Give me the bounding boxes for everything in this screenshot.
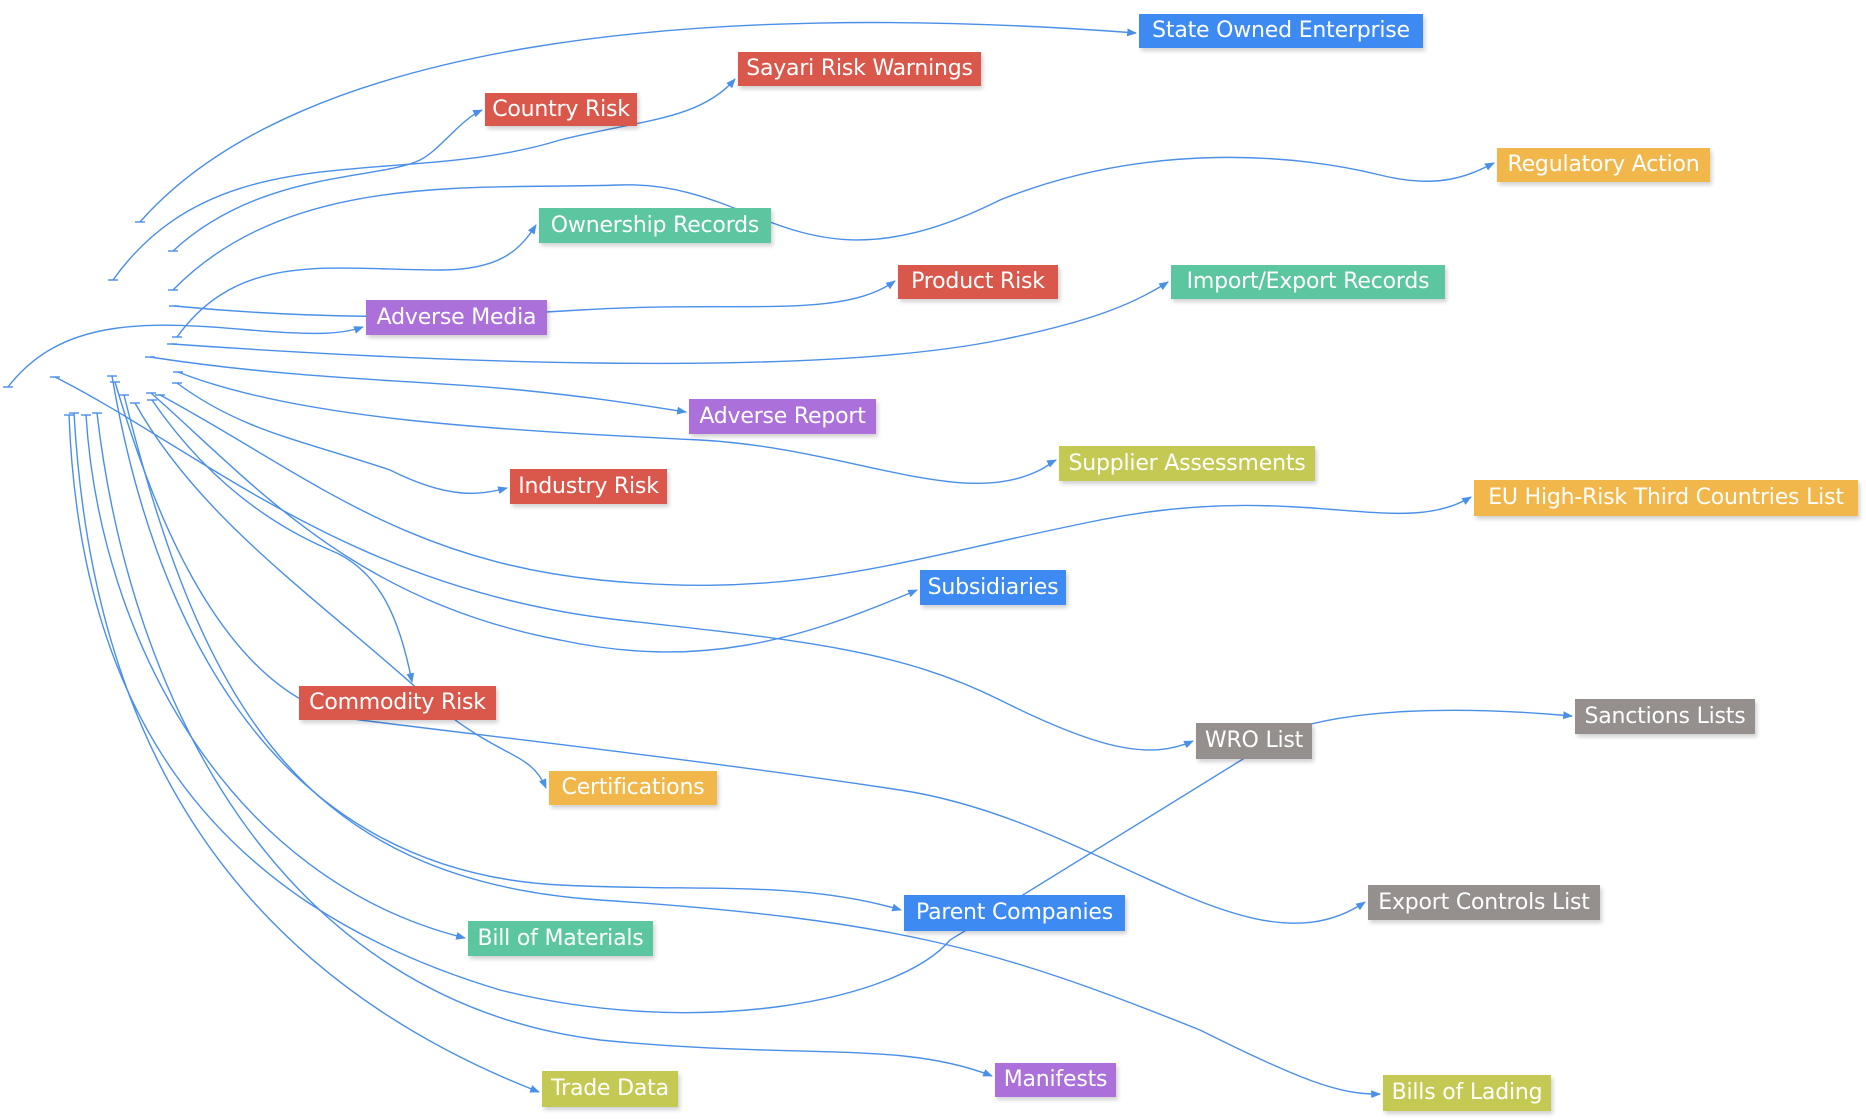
node-ownership-records[interactable]: Ownership Records [539,208,771,243]
node-subsidiaries[interactable]: Subsidiaries [920,570,1066,605]
node-bill-of-materials[interactable]: Bill of Materials [468,921,653,956]
edge-to-sanctions-lists [68,414,1573,1014]
edge-to-country-risk [172,109,483,252]
edge-to-export-controls-list [114,381,1366,924]
edge-to-regulatory-action [172,156,1495,291]
node-country-risk[interactable]: Country Risk [485,93,637,126]
edge-to-trade-data [73,412,540,1093]
edge-to-adverse-report [149,356,687,415]
edge-to-import-export-records [171,281,1169,365]
edge-to-certifications [134,402,547,789]
node-wro-list[interactable]: WRO List [1196,723,1312,759]
node-manifests[interactable]: Manifests [995,1063,1116,1097]
edge-to-wro-list [54,376,1194,751]
node-sayari-risk-warnings[interactable]: Sayari Risk Warnings [738,52,981,86]
edge-to-manifests [96,412,993,1077]
node-regulatory-action[interactable]: Regulatory Action [1497,148,1710,182]
edge-to-sayari-risk-warnings [112,78,736,281]
edge-to-eu-high-risk-third-countries-list [159,394,1472,587]
node-sanctions-lists[interactable]: Sanctions Lists [1575,699,1755,734]
node-certifications[interactable]: Certifications [549,771,717,805]
edge-to-subsidiaries [150,392,918,653]
node-import-export-records[interactable]: Import/Export Records [1171,265,1445,299]
edge-to-bill-of-materials [85,414,466,940]
node-eu-high-risk-third-countries-list[interactable]: EU High-Risk Third Countries List [1474,480,1858,516]
node-export-controls-list[interactable]: Export Controls List [1368,885,1600,920]
node-supplier-assessments[interactable]: Supplier Assessments [1059,446,1315,481]
node-product-risk[interactable]: Product Risk [898,265,1058,299]
edge-to-product-risk [173,280,896,318]
edge-to-parent-companies [111,375,902,912]
node-adverse-report[interactable]: Adverse Report [689,399,876,434]
edge-to-ownership-records [176,224,537,338]
edge-to-state-owned-enterprise [139,21,1137,223]
node-bills-of-lading[interactable]: Bills of Lading [1383,1075,1551,1111]
node-state-owned-enterprise[interactable]: State Owned Enterprise [1139,14,1423,48]
edge-to-supplier-assessments [177,371,1057,485]
node-parent-companies[interactable]: Parent Companies [904,895,1125,931]
node-industry-risk[interactable]: Industry Risk [510,469,667,504]
edge-to-bills-of-lading [123,394,1381,1099]
edge-to-commodity-risk [151,399,415,683]
edge-to-adverse-media [7,324,364,388]
edge-to-industry-risk [176,382,508,495]
node-trade-data[interactable]: Trade Data [542,1071,678,1107]
edge-group [3,21,1573,1099]
node-adverse-media[interactable]: Adverse Media [366,300,547,335]
node-commodity-risk[interactable]: Commodity Risk [299,686,496,720]
